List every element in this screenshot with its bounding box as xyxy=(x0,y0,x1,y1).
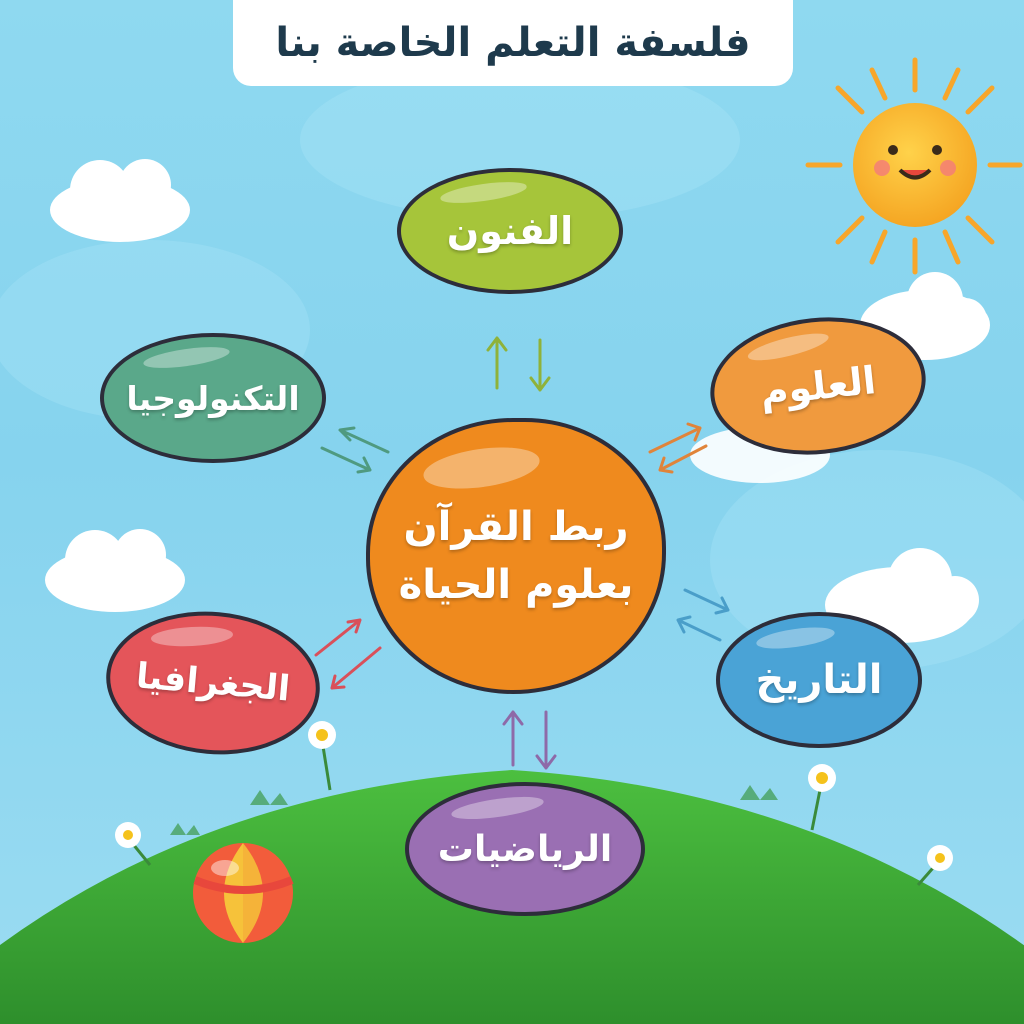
flower-icon xyxy=(916,845,953,886)
beach-ball-icon xyxy=(193,843,294,943)
node-label: التاريخ xyxy=(755,657,883,703)
node-history[interactable]: التاريخ xyxy=(716,612,922,748)
node-math[interactable]: الرياضيات xyxy=(405,782,645,916)
node-technology[interactable]: التكنولوجيا xyxy=(100,333,326,463)
arrow-technology xyxy=(320,426,390,474)
arrow-history xyxy=(676,588,730,642)
node-label: الرياضيات xyxy=(437,828,613,870)
node-label: التكنولوجيا xyxy=(126,378,300,418)
arrow-math xyxy=(502,710,557,770)
center-line-2: بعلوم الحياة xyxy=(398,562,634,608)
node-label: الفنون xyxy=(446,209,574,253)
center-line-1: ربط القرآن xyxy=(403,504,629,550)
sun-icon xyxy=(805,57,1023,275)
arrow-arts xyxy=(486,336,551,392)
node-label: الجغرافيا xyxy=(134,656,292,710)
arrow-geography xyxy=(314,618,382,690)
cloud-icon xyxy=(50,159,190,242)
node-label: العلوم xyxy=(758,358,878,414)
title-banner: فلسفة التعلم الخاصة بنا xyxy=(233,0,793,86)
node-center[interactable]: ربط القرآن بعلوم الحياة xyxy=(366,418,666,694)
flower-icon xyxy=(308,721,336,791)
arrow-sciences xyxy=(648,422,708,474)
node-arts[interactable]: الفنون xyxy=(397,168,623,294)
flower-icon xyxy=(115,822,152,866)
page-title: فلسفة التعلم الخاصة بنا xyxy=(275,20,751,66)
cloud-icon xyxy=(45,529,185,612)
flower-icon xyxy=(808,764,836,831)
